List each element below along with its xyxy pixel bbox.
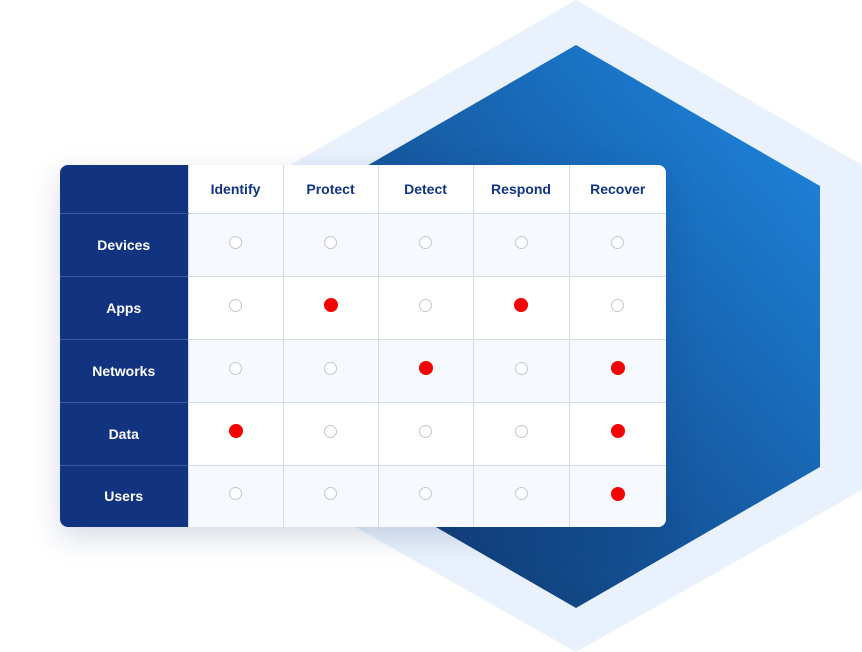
matrix-cell <box>377 464 473 527</box>
inactive-dot-icon <box>419 424 432 438</box>
column-header-recover: Recover <box>568 165 666 214</box>
row-header-devices: Devices <box>60 212 188 276</box>
matrix-row-devices: Devices <box>60 212 666 276</box>
matrix-cell <box>187 464 283 527</box>
inactive-dot-icon <box>229 361 242 375</box>
matrix-cell <box>568 212 666 276</box>
matrix-cell <box>568 464 666 527</box>
active-dot-icon <box>610 424 625 438</box>
column-header-detect: Detect <box>377 165 473 214</box>
matrix-cell <box>187 401 283 465</box>
active-dot-icon <box>514 298 528 312</box>
active-dot-icon <box>610 486 625 501</box>
matrix-cell <box>282 464 378 527</box>
inactive-dot-icon <box>419 235 432 249</box>
inactive-dot-icon <box>611 298 625 312</box>
matrix-row-users: Users <box>60 464 666 527</box>
inactive-dot-icon <box>611 235 625 249</box>
active-dot-icon <box>610 361 625 375</box>
matrix-cell <box>187 338 283 402</box>
matrix-cell <box>472 464 569 527</box>
matrix-cell <box>377 275 473 339</box>
inactive-dot-icon <box>324 487 337 501</box>
inactive-dot-icon <box>514 424 528 438</box>
matrix-cell <box>472 338 569 402</box>
matrix-cell <box>282 401 378 465</box>
matrix-cell <box>472 212 569 276</box>
inactive-dot-icon <box>514 487 528 501</box>
inactive-dot-icon <box>514 235 528 249</box>
matrix-cell <box>282 212 378 276</box>
inactive-dot-icon <box>324 235 337 249</box>
inactive-dot-icon <box>229 487 242 501</box>
column-header-respond: Respond <box>472 165 569 214</box>
active-dot-icon <box>228 424 243 438</box>
inactive-dot-icon <box>419 487 432 501</box>
row-header-networks: Networks <box>60 338 188 402</box>
matrix-cell <box>377 212 473 276</box>
matrix-cell <box>377 338 473 402</box>
matrix-cell <box>187 275 283 339</box>
active-dot-icon <box>323 298 338 312</box>
matrix-row-data: Data <box>60 401 666 465</box>
matrix-cell <box>187 212 283 276</box>
corner-cell <box>60 165 188 214</box>
row-header-data: Data <box>60 401 188 465</box>
active-dot-icon <box>418 361 433 375</box>
inactive-dot-icon <box>324 424 337 438</box>
matrix-cell <box>472 401 569 465</box>
matrix-cell <box>282 275 378 339</box>
matrix-cell <box>282 338 378 402</box>
column-header-identify: Identify <box>187 165 283 214</box>
matrix-row-networks: Networks <box>60 338 666 402</box>
inactive-dot-icon <box>229 235 242 249</box>
matrix-cell <box>568 338 666 402</box>
matrix-cell <box>568 275 666 339</box>
inactive-dot-icon <box>514 361 528 375</box>
inactive-dot-icon <box>324 361 337 375</box>
inactive-dot-icon <box>229 298 242 312</box>
row-header-apps: Apps <box>60 275 188 339</box>
row-header-users: Users <box>60 464 188 527</box>
matrix-cell <box>568 401 666 465</box>
matrix-cell <box>472 275 569 339</box>
inactive-dot-icon <box>419 298 432 312</box>
column-header-protect: Protect <box>282 165 378 214</box>
matrix-cell <box>377 401 473 465</box>
matrix-row-apps: Apps <box>60 275 666 339</box>
